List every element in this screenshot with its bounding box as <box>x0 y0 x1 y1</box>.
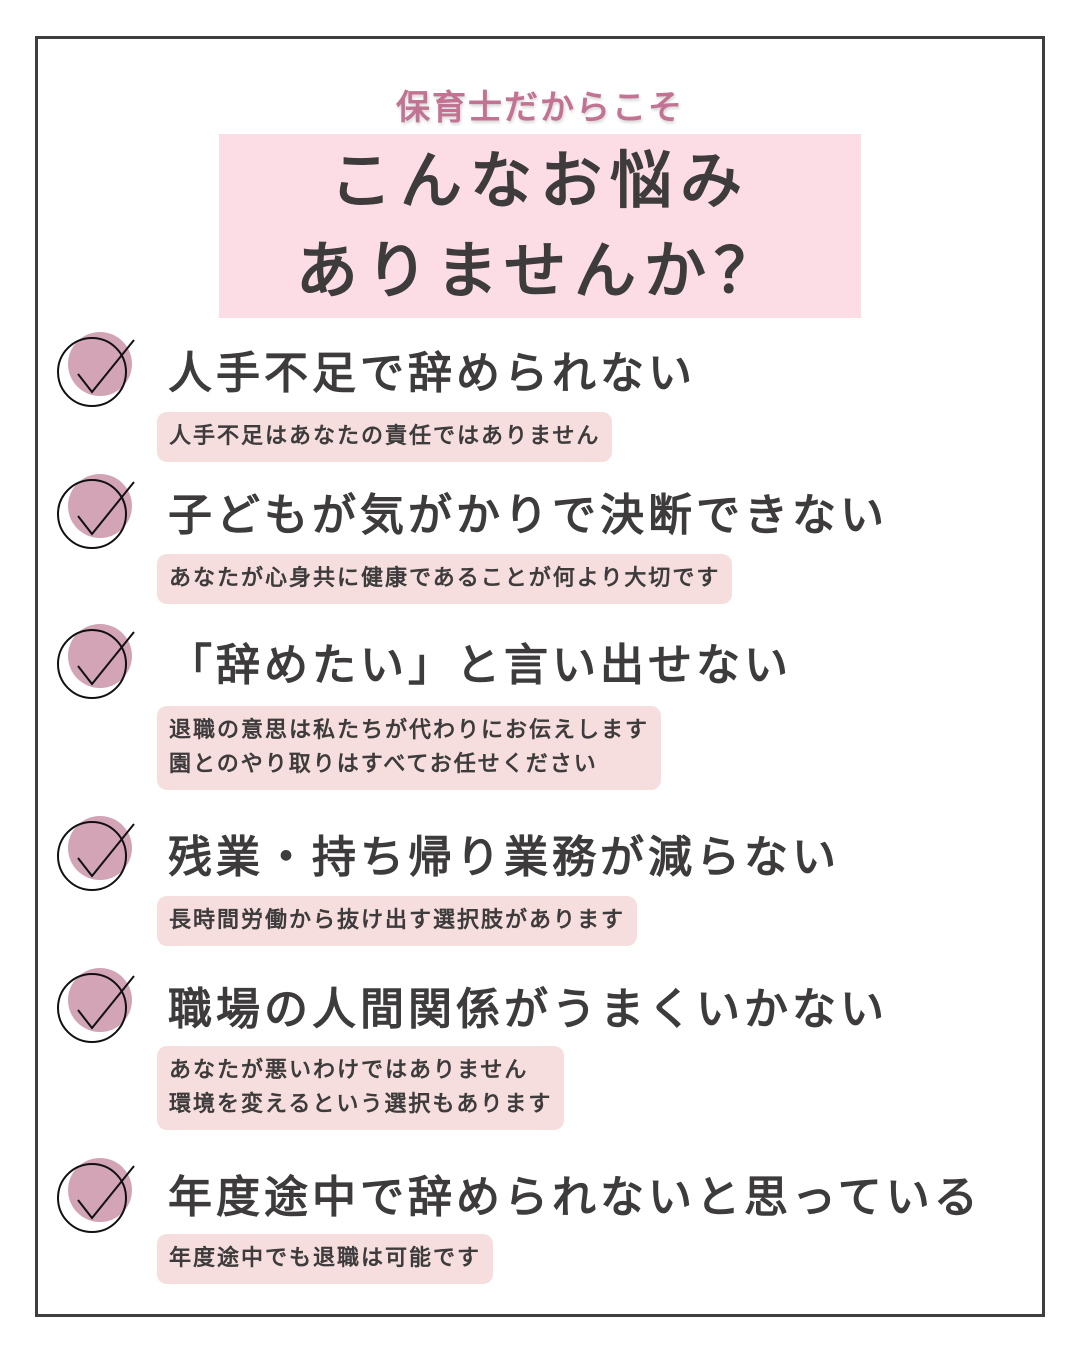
note-line: 人手不足はあなたの責任ではありません <box>169 424 601 449</box>
note-line: あなたが悪いわけではありません <box>169 1058 529 1083</box>
check-circle-icon <box>57 332 135 407</box>
note-line: あなたが心身共に健康であることが何より大切です <box>169 566 721 591</box>
note-line: 退職の意思は私たちが代わりにお伝えします <box>169 718 650 743</box>
note-line: 年度途中でも退職は可能です <box>169 1246 482 1271</box>
title-box: こんなお悩み ありませんか？ <box>219 134 861 318</box>
concern-note: あなたが悪いわけではありません 環境を変えるという選択もあります <box>157 1046 565 1130</box>
concern-note: 人手不足はあなたの責任ではありません <box>157 412 613 462</box>
eyebrow-text: 保育士だからこそ <box>396 88 684 128</box>
title-line-2: ありませんか？ <box>295 234 785 307</box>
check-circle-icon <box>57 624 135 699</box>
concern-note: 長時間労働から抜け出す選択肢があります <box>157 896 638 946</box>
note-line: 園とのやり取りはすべてお任せください <box>169 752 598 777</box>
note-line: 環境を変えるという選択もあります <box>169 1092 553 1117</box>
concern-note: あなたが心身共に健康であることが何より大切です <box>157 554 733 604</box>
check-circle-icon <box>57 1158 135 1233</box>
check-circle-icon <box>57 816 135 891</box>
check-circle-icon <box>57 968 135 1043</box>
concern-note: 退職の意思は私たちが代わりにお伝えします 園とのやり取りはすべてお任せください <box>157 706 662 790</box>
concern-heading: 人手不足で辞められない <box>168 348 696 399</box>
concern-note: 年度途中でも退職は可能です <box>157 1234 494 1284</box>
title-line-1: こんなお悩み <box>329 144 750 217</box>
concern-heading: 子どもが気がかりで決断できない <box>168 490 888 541</box>
check-circle-icon <box>57 474 135 549</box>
note-line: 長時間労働から抜け出す選択肢があります <box>169 908 626 933</box>
page-frame <box>35 36 1045 1317</box>
concern-heading: 残業・持ち帰り業務が減らない <box>168 832 840 883</box>
concern-heading: 「辞めたい」と言い出せない <box>168 640 792 691</box>
concern-heading: 職場の人間関係がうまくいかない <box>168 984 888 1035</box>
concern-heading: 年度途中で辞められないと思っている <box>168 1172 982 1223</box>
